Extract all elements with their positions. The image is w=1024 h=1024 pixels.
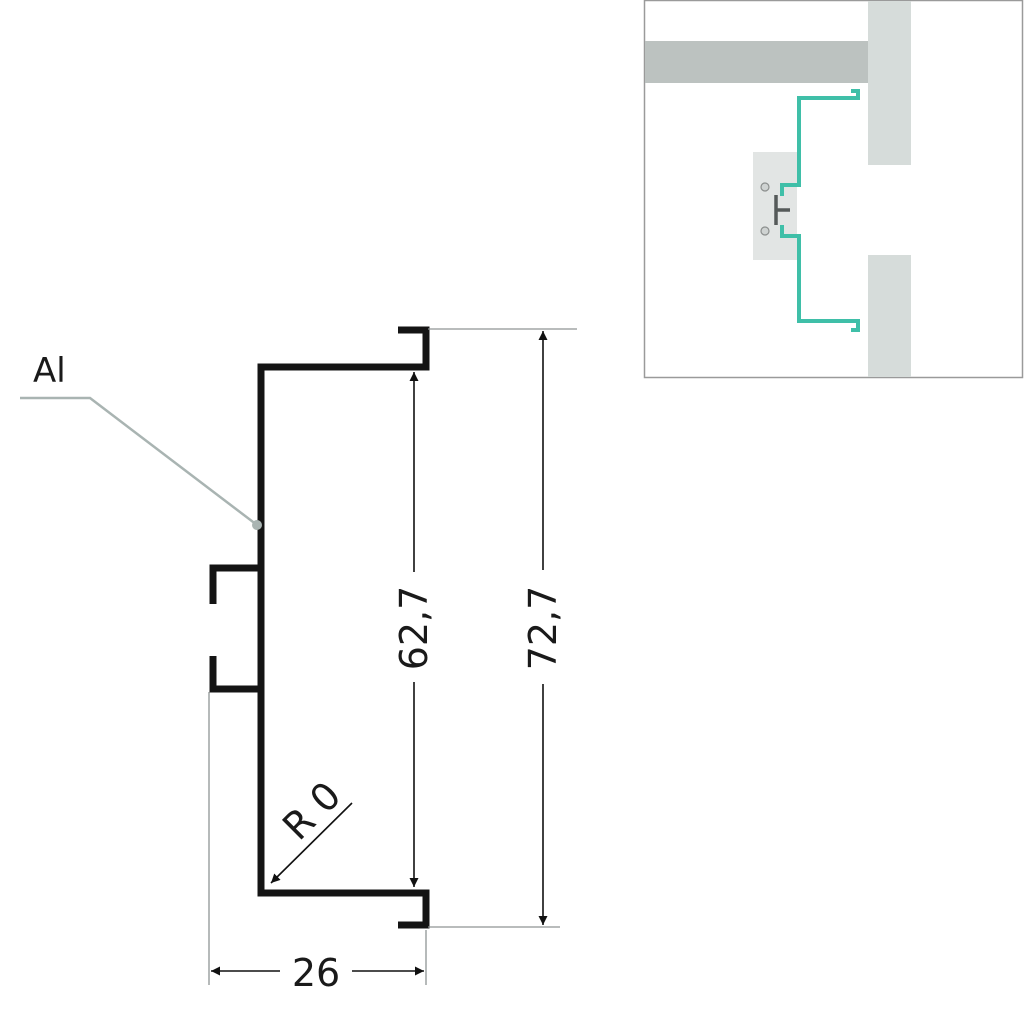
profile-section xyxy=(209,326,430,929)
extension-lines xyxy=(208,328,577,985)
dimension-width: 26 xyxy=(211,951,424,995)
dimension-inner-height: 62,7 xyxy=(392,372,436,887)
dim-radius-value: R 0 xyxy=(274,773,349,848)
material-label: Al xyxy=(33,351,66,391)
inset-profile xyxy=(780,89,860,332)
inset-wall-lower xyxy=(868,255,911,377)
inset-screw-top xyxy=(760,182,770,192)
dim-inner-height-value: 62,7 xyxy=(392,586,436,671)
dimension-radius: R 0 xyxy=(270,773,353,884)
inset-bracket xyxy=(774,195,790,225)
inset-ceiling-slab xyxy=(645,41,869,83)
installation-inset xyxy=(643,0,1024,379)
material-leader xyxy=(20,396,262,530)
dim-width-value: 26 xyxy=(292,951,340,995)
dim-radius-leader xyxy=(270,802,353,884)
dim-outer-height-value: 72,7 xyxy=(521,586,565,671)
dimension-outer-height: 72,7 xyxy=(521,331,565,925)
inset-wall-upper xyxy=(868,1,911,165)
inset-screw-bottom xyxy=(760,226,770,236)
